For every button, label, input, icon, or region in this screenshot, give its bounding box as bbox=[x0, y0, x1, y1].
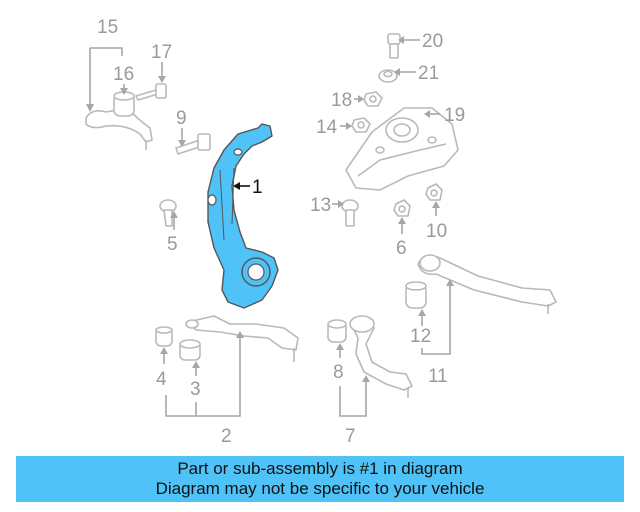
nut-18-part[interactable] bbox=[363, 91, 383, 107]
banner-line-1: Part or sub-assembly is #1 in diagram bbox=[177, 459, 463, 478]
bushing-16-part[interactable] bbox=[113, 91, 135, 117]
washer-21-part[interactable] bbox=[378, 69, 398, 83]
trailing-arm-part[interactable] bbox=[417, 254, 557, 314]
callout-6: 6 bbox=[396, 238, 407, 259]
callout-19: 19 bbox=[444, 105, 465, 126]
callout-11: 11 bbox=[428, 366, 448, 387]
bolt-9-part[interactable] bbox=[175, 133, 211, 155]
bushing-8-part[interactable] bbox=[327, 319, 347, 343]
callout-9: 9 bbox=[176, 108, 187, 129]
callout-12: 12 bbox=[410, 326, 431, 347]
callout-17: 17 bbox=[151, 42, 172, 63]
callout-16: 16 bbox=[113, 64, 134, 85]
banner-line-2: Diagram may not be specific to your vehi… bbox=[155, 479, 485, 498]
callout-7: 7 bbox=[345, 426, 356, 447]
steering-knuckle-part[interactable] bbox=[207, 123, 279, 309]
bolt-20-part[interactable] bbox=[387, 33, 401, 59]
bolt-17-part[interactable] bbox=[135, 83, 167, 101]
upper-mount-part[interactable] bbox=[345, 107, 459, 191]
callout-10: 10 bbox=[426, 221, 447, 242]
lower-link-part[interactable] bbox=[349, 315, 413, 398]
callout-1: 1 bbox=[252, 177, 263, 198]
parts-diagram: 15 16 17 9 5 1 bbox=[85, 17, 557, 447]
callout-2: 2 bbox=[221, 426, 232, 447]
info-banner: Part or sub-assembly is #1 in diagram Di… bbox=[16, 456, 624, 502]
callout-5: 5 bbox=[167, 234, 178, 255]
bushing-4-part[interactable] bbox=[155, 326, 173, 347]
callout-14: 14 bbox=[316, 117, 338, 138]
bushing-12-part[interactable] bbox=[405, 281, 427, 309]
callout-4: 4 bbox=[156, 369, 167, 390]
callout-13: 13 bbox=[310, 195, 331, 216]
upper-link-part[interactable] bbox=[85, 107, 153, 150]
lower-arm-part[interactable] bbox=[185, 315, 299, 362]
bolt-13-part[interactable] bbox=[341, 199, 359, 227]
callout-8: 8 bbox=[333, 362, 344, 383]
callout-20: 20 bbox=[422, 31, 443, 52]
callout-15: 15 bbox=[97, 17, 118, 38]
nut-10-part[interactable] bbox=[425, 183, 443, 201]
callout-3: 3 bbox=[190, 379, 201, 400]
callout-21: 21 bbox=[418, 63, 439, 84]
bolt-5-part[interactable] bbox=[159, 199, 177, 227]
nut-6-part[interactable] bbox=[393, 199, 411, 217]
nut-14-part[interactable] bbox=[351, 117, 371, 133]
callout-18: 18 bbox=[331, 90, 352, 111]
bushing-3-part[interactable] bbox=[179, 339, 201, 361]
